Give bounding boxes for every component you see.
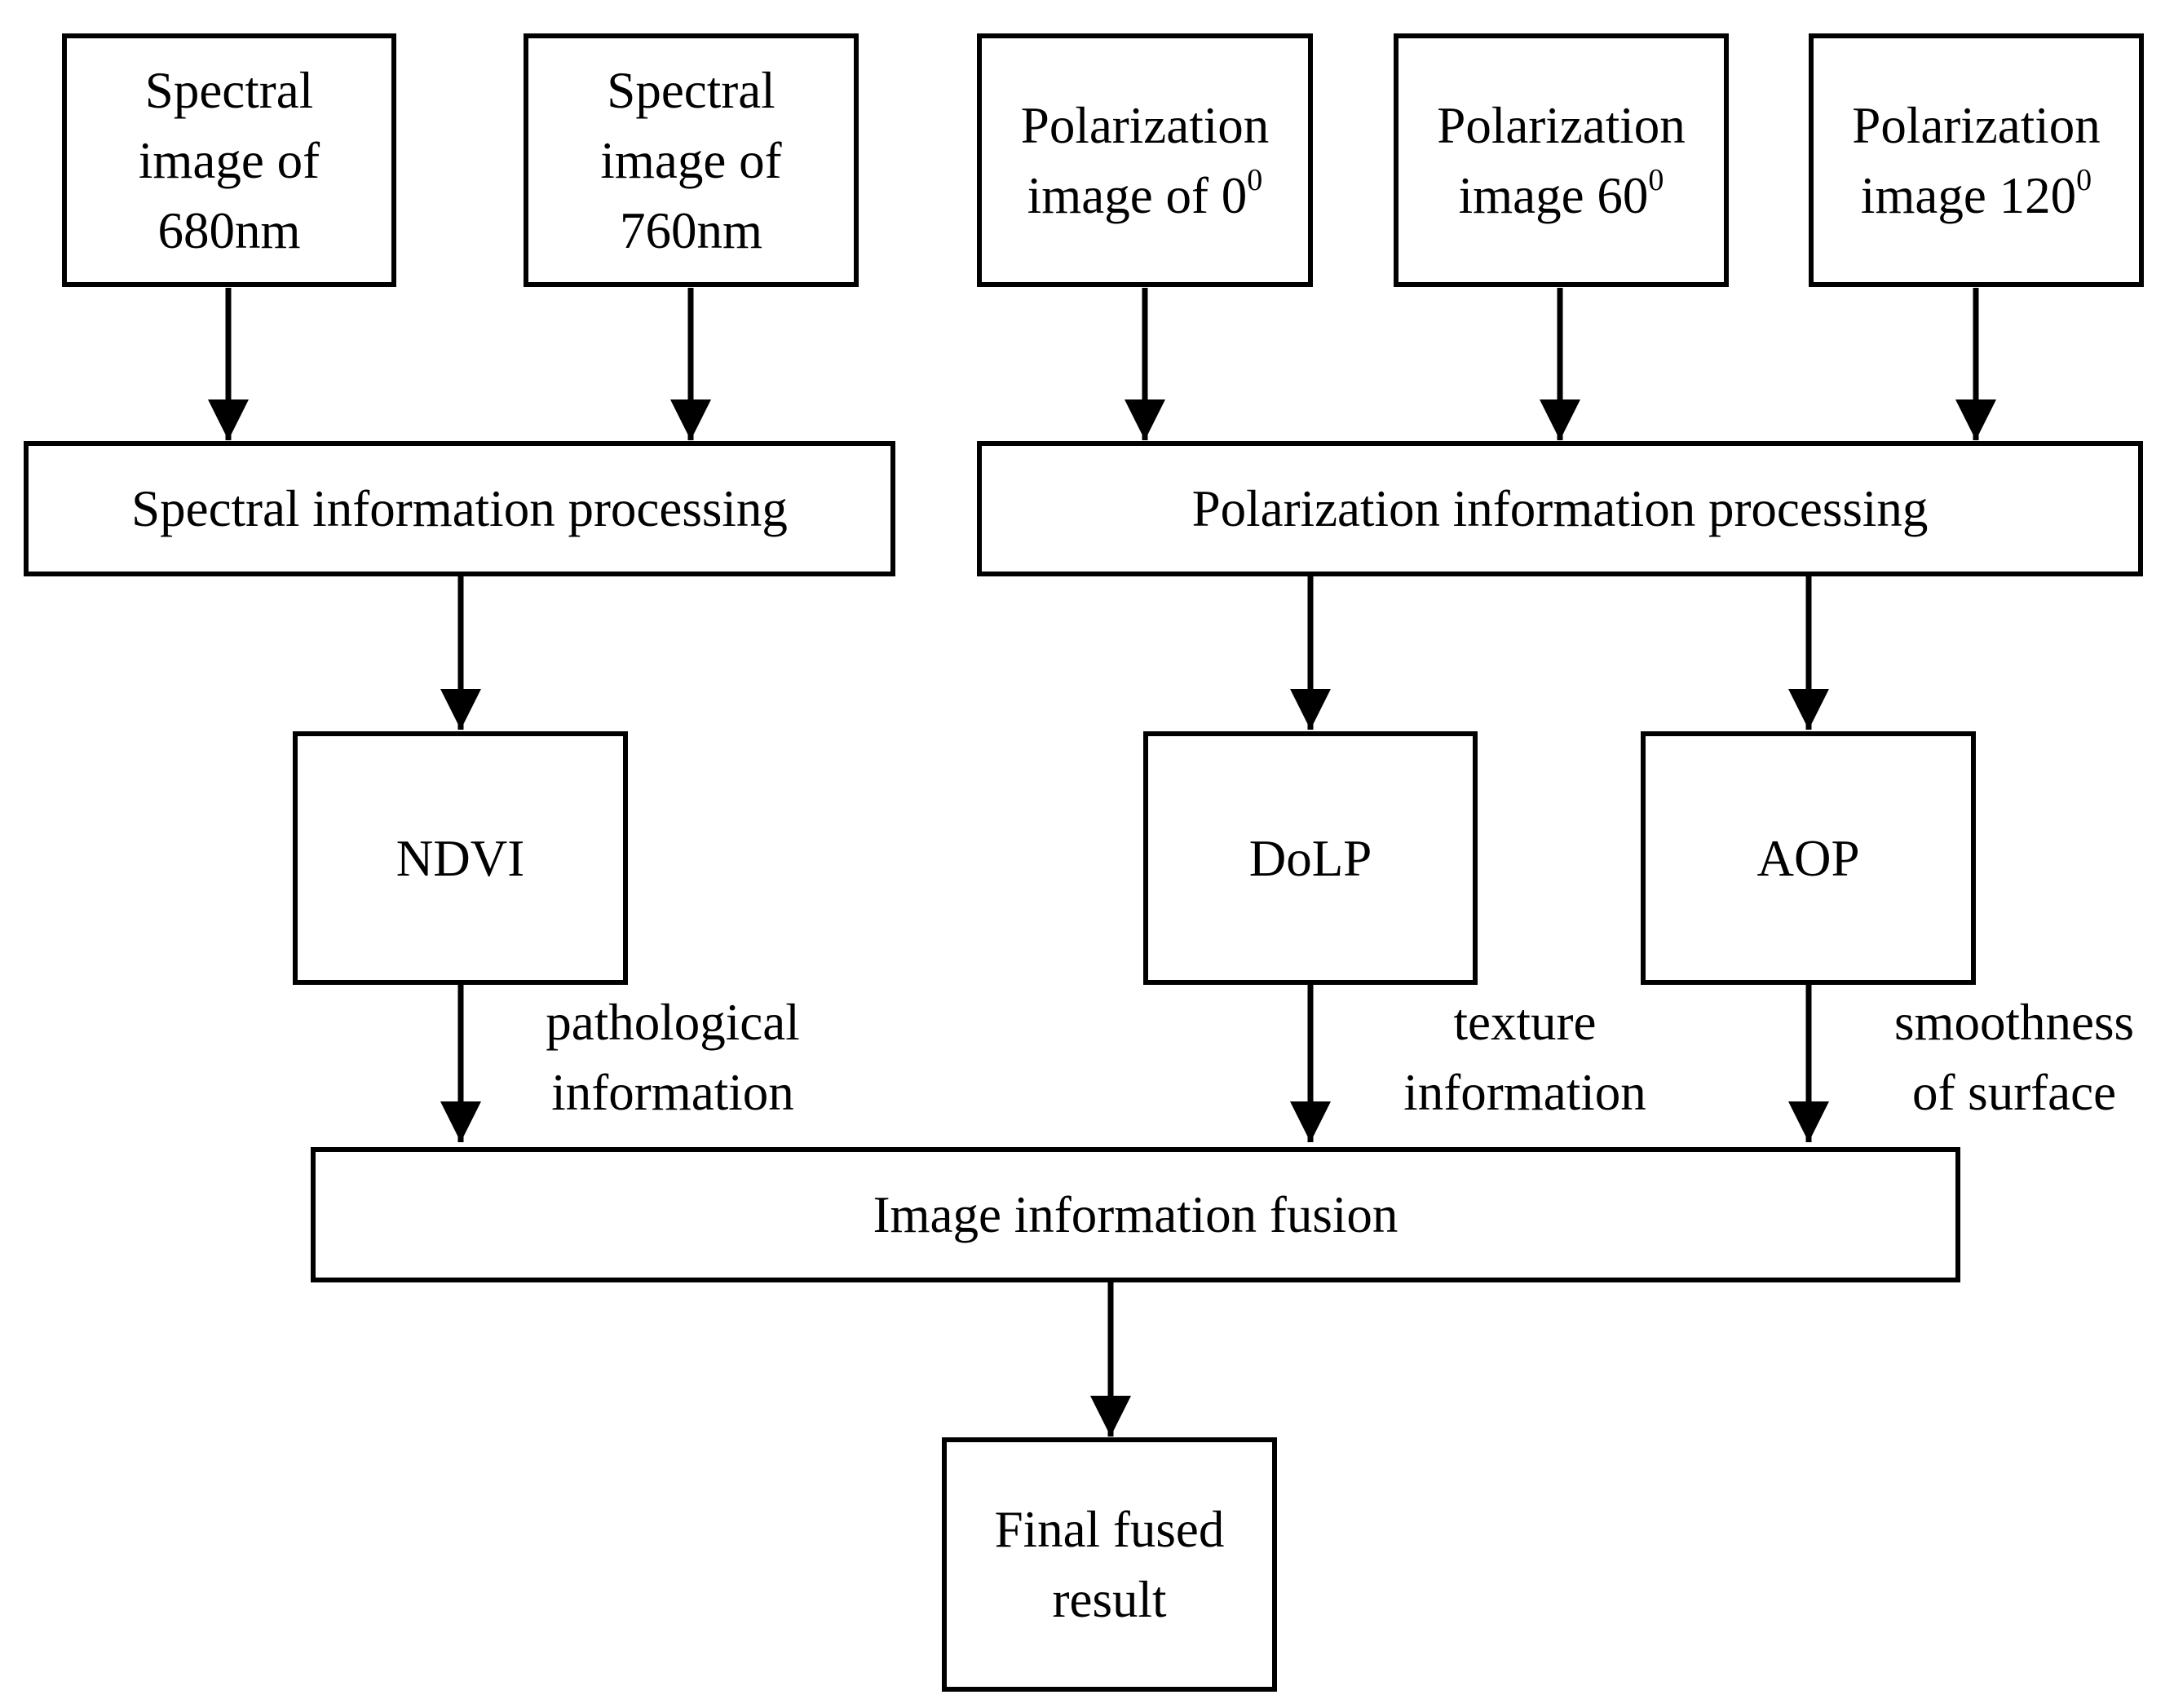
polarization-information-processing-box: Polarization information processing: [977, 441, 2143, 576]
polarization-60-line2-text: image 60: [1458, 166, 1649, 224]
pathological-line2: information: [551, 1064, 794, 1121]
final-line1: Final fused: [994, 1501, 1225, 1558]
aop-box: AOP: [1641, 731, 1976, 985]
final-line2: result: [1052, 1571, 1167, 1628]
ndvi-box: NDVI: [293, 731, 628, 985]
ndvi-label: NDVI: [395, 829, 525, 887]
texture-line2: information: [1403, 1064, 1646, 1121]
pathological-line1: pathological: [546, 994, 800, 1051]
image-information-fusion-box: Image information fusion: [311, 1147, 1960, 1282]
polarization-120-line1: Polarization: [1852, 96, 2101, 154]
spectral-processing-label: Spectral information processing: [131, 480, 788, 537]
smoothness-of-surface-label: smoothness of surface: [1867, 987, 2161, 1128]
spectral-680-line2: image of: [138, 131, 320, 189]
polarization-image-60-box: Polarization image 600: [1394, 33, 1729, 287]
polarization-120-line2-text: image 120: [1860, 166, 2077, 224]
polarization-120-line2: image 1200: [1861, 161, 2092, 231]
polarization-image-120-box: Polarization image 1200: [1809, 33, 2144, 287]
final-fused-result-box: Final fused result: [942, 1437, 1277, 1692]
spectral-760-line2: image of: [600, 131, 782, 189]
spectral-760-line3: 760nm: [619, 201, 762, 259]
pathological-information-label: pathological information: [514, 987, 832, 1128]
polarization-0-line2-text: image of 0: [1027, 166, 1248, 224]
polarization-60-line2: image 600: [1459, 161, 1664, 231]
aop-label: AOP: [1756, 829, 1860, 887]
polarization-120-degree-sup: 0: [2076, 162, 2092, 197]
dolp-label: DoLP: [1248, 829, 1372, 887]
smoothness-line2: of surface: [1911, 1064, 2117, 1121]
spectral-760-line1: Spectral: [607, 61, 775, 119]
texture-information-label: texture information: [1370, 987, 1680, 1128]
polarization-0-line1: Polarization: [1020, 96, 1270, 154]
spectral-680-line1: Spectral: [144, 61, 314, 119]
spectral-image-680-box: Spectral image of 680nm: [62, 33, 396, 287]
polarization-processing-label: Polarization information processing: [1191, 480, 1929, 537]
smoothness-line1: smoothness: [1893, 994, 2135, 1051]
dolp-box: DoLP: [1143, 731, 1478, 985]
spectral-image-760-box: Spectral image of 760nm: [524, 33, 859, 287]
polarization-60-degree-sup: 0: [1648, 162, 1664, 197]
polarization-0-line2: image of 00: [1027, 161, 1262, 231]
polarization-0-degree-sup: 0: [1247, 162, 1263, 197]
polarization-image-0-box: Polarization image of 00: [977, 33, 1313, 287]
polarization-60-line1: Polarization: [1437, 96, 1686, 154]
fusion-label: Image information fusion: [873, 1186, 1399, 1243]
texture-line1: texture: [1453, 994, 1597, 1051]
spectral-information-processing-box: Spectral information processing: [24, 441, 895, 576]
spectral-680-line3: 680nm: [157, 201, 301, 259]
